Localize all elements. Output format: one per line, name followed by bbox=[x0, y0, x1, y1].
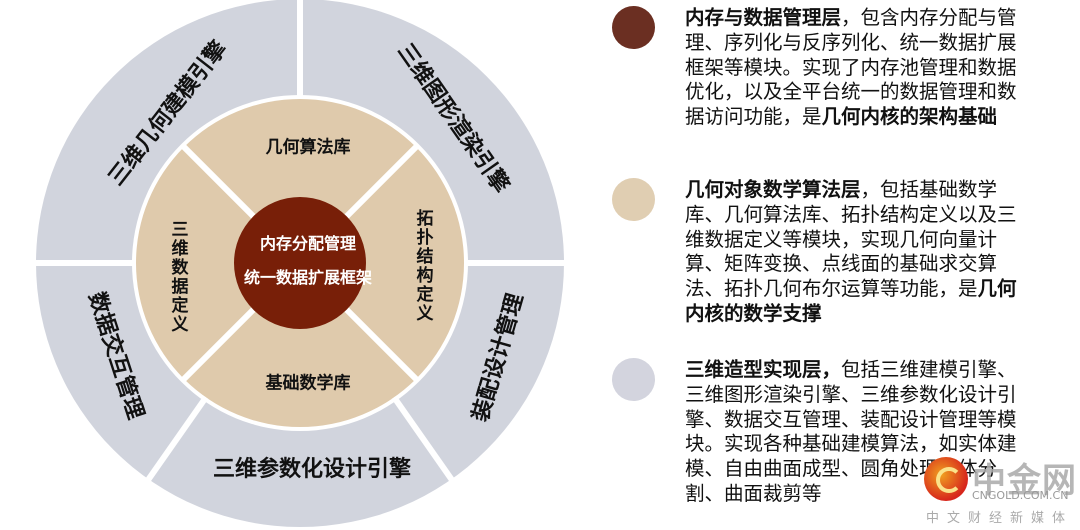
middle-label-left: 三维数据定义 bbox=[167, 220, 188, 334]
legend-title: 内存与数据管理层 bbox=[685, 6, 842, 29]
legend-text: ，包括基础数学库、几何算法库、拓扑结构定义以及三维数据定义等模块，实现几何向量计… bbox=[685, 178, 1017, 301]
middle-divider bbox=[180, 307, 256, 383]
watermark-name: 中金网 bbox=[972, 461, 1077, 501]
middle-divider bbox=[344, 307, 420, 383]
legend-emphasis: 几何内核的架构基础 bbox=[821, 105, 998, 129]
core-circle bbox=[234, 197, 366, 329]
legend-title: 三维造型实现层， bbox=[685, 358, 842, 381]
middle-label-bottom: 基础数学库 bbox=[265, 373, 351, 394]
legend-dot-brown bbox=[612, 6, 655, 49]
middle-label-right: 拓扑结构定义 bbox=[412, 209, 433, 323]
legend-text: ，包含内存分配与管理、序列化与反序列化、统一数据扩展框架等模块。实现了内存池管理… bbox=[685, 6, 1017, 129]
watermark-url: CNGOLD.COM.CN bbox=[972, 489, 1069, 502]
legend-dot-tan bbox=[612, 178, 655, 221]
legend-emphasis: 几何内核的数学支撑 bbox=[685, 277, 1017, 325]
core-label-1: 内存分配管理 bbox=[259, 234, 357, 253]
cngold-logo-icon bbox=[924, 457, 968, 501]
watermark: 中金网 CNGOLD.COM.CN 中文财经新媒体 bbox=[922, 455, 1080, 530]
legend-text: 包括三维建模引擎、三维图形渲染引擎、三维参数化设计引擎、数据交互管理、装配设计管… bbox=[685, 358, 1017, 505]
legend-dot-gray bbox=[612, 358, 655, 401]
middle-label-top: 几何算法库 bbox=[265, 137, 351, 158]
core-label-2: 统一数据扩展框架 bbox=[243, 268, 373, 287]
middle-divider bbox=[344, 143, 420, 219]
legend-title: 几何对象数学算法层 bbox=[685, 178, 861, 201]
outer-label-bottom: 三维参数化设计引擎 bbox=[212, 457, 412, 482]
middle-divider bbox=[180, 143, 256, 219]
outer-divider bbox=[391, 395, 456, 483]
layer-diagram bbox=[36, 0, 564, 527]
outer-divider bbox=[144, 395, 209, 483]
watermark-sub: 中文财经新媒体 bbox=[926, 511, 1074, 526]
